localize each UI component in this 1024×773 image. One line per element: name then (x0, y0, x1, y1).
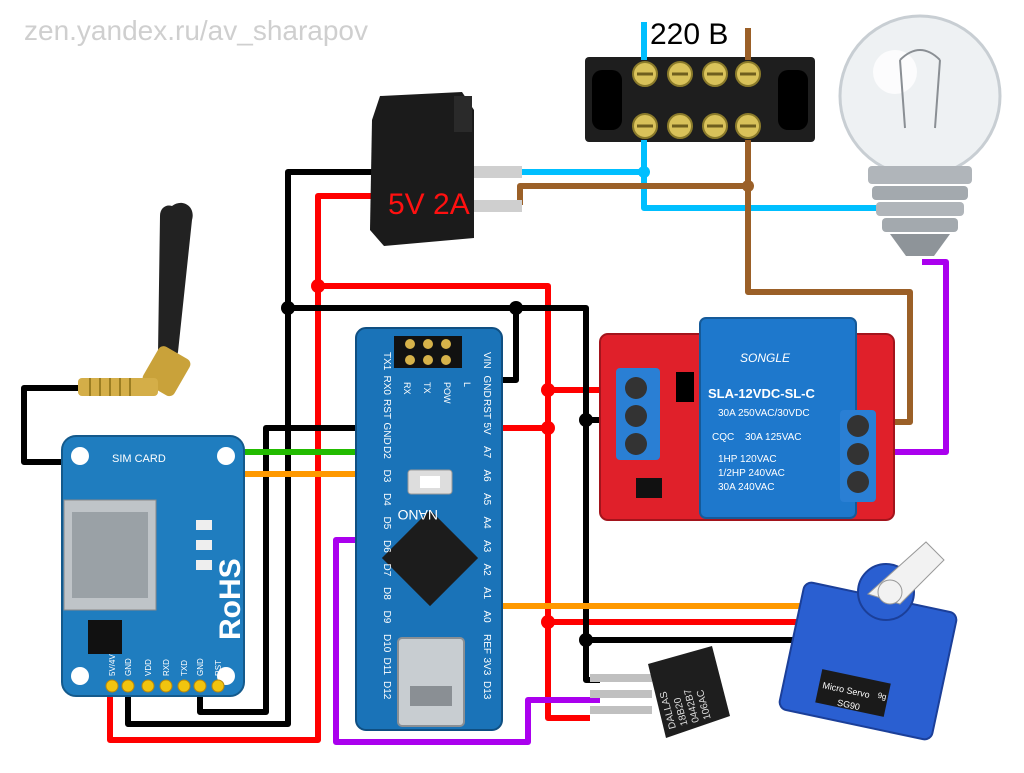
psu-label: 5V 2A (388, 188, 470, 221)
wire-gnd-gsm (197, 425, 362, 715)
relay-rating-2: 30A 125VAC (745, 432, 802, 443)
pin-label: D9 (381, 611, 392, 624)
led-label: POW (442, 382, 452, 404)
nano-led-labels: RX TX POW L (402, 382, 472, 404)
led-label: TX (422, 382, 432, 394)
pin-label: RST (381, 399, 392, 419)
wire-mains-neutral (520, 140, 647, 175)
pin-label: RX0 (381, 376, 392, 396)
wire-5v-psu (107, 193, 380, 743)
wires (21, 22, 949, 745)
wire-5v-bus (318, 283, 590, 721)
wire-gnd-bus (288, 305, 800, 643)
pin-label: A4 (481, 517, 492, 530)
servo-line-3: SG90 (836, 698, 861, 713)
pin-label: A3 (481, 540, 492, 553)
wire-antenna (21, 385, 80, 465)
led-label: RX (402, 382, 412, 395)
pin-label: REF (481, 634, 492, 654)
temperature-sensor (590, 646, 730, 738)
servo-line-2: 9g (877, 691, 888, 702)
gsm-pin-label: RXD (162, 659, 171, 676)
gsm-pin-label: GND (196, 658, 205, 676)
pin-label: A0 (481, 611, 492, 624)
pin-label: GND (381, 423, 392, 445)
gsm-pin-label: TXD (180, 660, 189, 676)
pin-label: A6 (481, 470, 492, 483)
psu-prong-bottom (474, 200, 522, 212)
sensor-label-group: DALLAS 18B20 0442B7 106AC (658, 687, 713, 730)
pin-label: A5 (481, 493, 492, 506)
pin-label: D3 (381, 470, 392, 483)
pin-label: D11 (381, 658, 392, 676)
pin-label: D13 (481, 681, 492, 700)
terminal-block (585, 57, 815, 142)
wire-relay-com (745, 186, 913, 425)
pin-label: D2 (381, 446, 392, 459)
relay-brand: SONGLE (740, 351, 791, 365)
pin-label: A1 (481, 587, 492, 600)
watermark: zen.yandex.ru/av_sharapov (24, 15, 368, 46)
pin-label: D12 (381, 681, 392, 700)
pin-label: D7 (381, 564, 392, 577)
pin-label: D8 (381, 587, 392, 600)
wire-lamp-to-relay (870, 259, 949, 455)
relay-model: SLA-12VDC-SL-C (708, 386, 816, 401)
mains-label: 220 В (650, 18, 728, 51)
wire-gnd-psu (125, 169, 380, 727)
sim-card-label: SIM CARD (112, 453, 166, 465)
pin-label: RST (481, 399, 492, 419)
wire-mains-line (517, 140, 751, 205)
gsm-pin-label: VDD (144, 659, 153, 676)
led-label: L (462, 382, 472, 387)
relay-rating-1: 30A 250VAC/30VDC (718, 408, 810, 419)
relay-cqc: CQC (712, 432, 734, 443)
pin-label: A2 (481, 564, 492, 577)
gsm-pin-label: GND (124, 658, 133, 676)
wire-gnd-nano (498, 308, 519, 383)
pin-label: GND (481, 376, 492, 398)
pin-label: VIN (481, 352, 492, 369)
psu-prong-top (474, 166, 522, 178)
pin-label: D4 (381, 493, 392, 506)
light-bulb (838, 14, 1002, 256)
relay-module (599, 317, 895, 521)
gsm-pin-label: RST (214, 660, 223, 676)
arduino-nano (355, 327, 503, 731)
pin-label: D10 (381, 634, 392, 653)
gsm-module (61, 435, 245, 697)
gsm-pin-labels: 5V/4V GND VDD RXD TXD GND RST (108, 654, 223, 676)
rohs-label: RoHS (214, 558, 247, 640)
nano-label: NANO (397, 507, 438, 523)
junctions (281, 166, 754, 647)
servo-motor (778, 541, 958, 741)
gsm-pin-label: 5V/4V (108, 654, 117, 676)
wire-lamp-neutral (641, 172, 880, 211)
pin-label: A7 (481, 446, 492, 459)
pin-label: 5V (481, 423, 492, 436)
pin-label: TX1 (381, 352, 392, 371)
pin-label: 3V3 (481, 658, 492, 676)
relay-rating-5: 30A 240VAC (718, 482, 775, 493)
gsm-antenna (78, 202, 193, 397)
power-supply (370, 92, 522, 246)
relay-rating-3: 1HP 120VAC (718, 454, 777, 465)
pin-label: D6 (381, 540, 392, 553)
relay-rating-4: 1/2HP 240VAC (718, 468, 785, 479)
wire-sensor-data (333, 537, 600, 745)
pin-label: D5 (381, 517, 392, 530)
